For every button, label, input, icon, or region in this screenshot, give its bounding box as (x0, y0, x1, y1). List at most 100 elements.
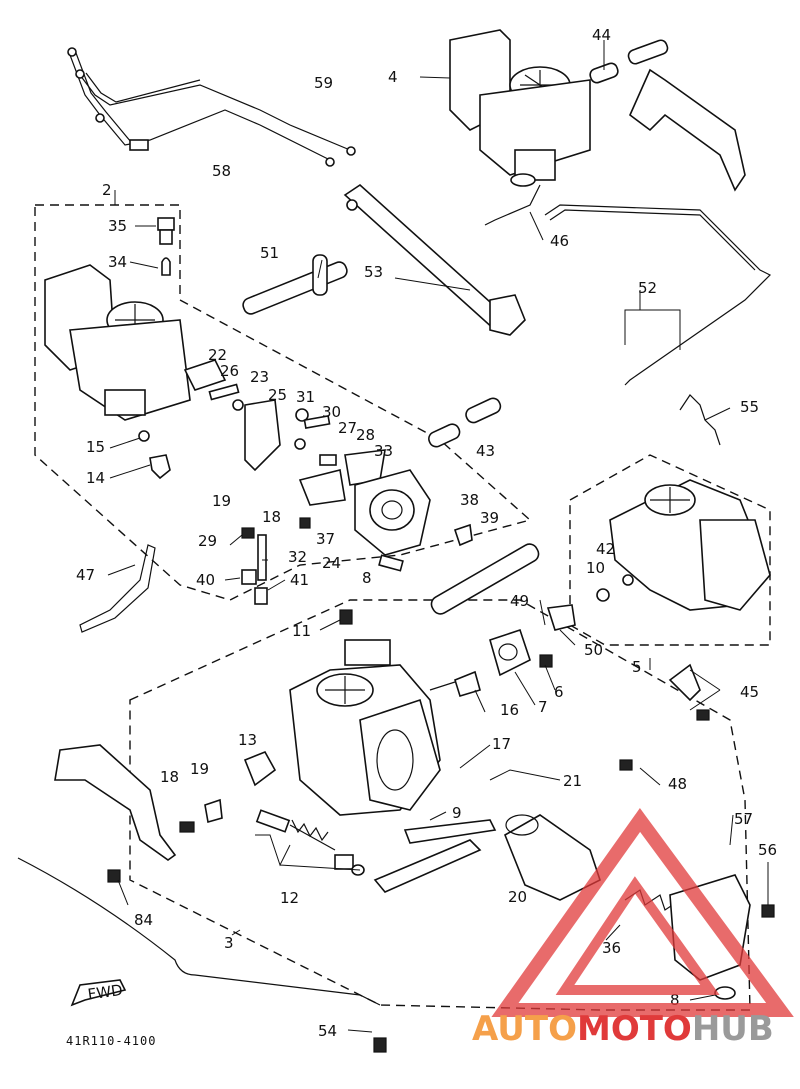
bracket-84 (54, 744, 177, 861)
callout-37: 37 (316, 530, 335, 548)
bracket-13 (243, 750, 277, 787)
callout-26: 26 (220, 362, 239, 380)
callout-19-upper: 19 (212, 492, 231, 510)
callout-27: 27 (338, 419, 357, 437)
callout-6: 6 (554, 683, 564, 701)
hose-47 (79, 544, 156, 633)
callout-43: 43 (476, 442, 495, 460)
t-joint-51 (242, 254, 348, 315)
callout-56: 56 (758, 841, 777, 859)
callout-2: 2 (102, 181, 112, 199)
fwd-arrow: FWD (70, 979, 127, 1007)
callout-22: 22 (208, 346, 227, 364)
assembly-2-boundary (34, 204, 532, 601)
callout-29: 29 (198, 532, 217, 550)
callout-12: 12 (280, 889, 299, 907)
tube-44 (589, 39, 669, 84)
bracket-45 (668, 663, 701, 702)
components-22-33 (183, 359, 386, 506)
callout-41: 41 (290, 571, 309, 589)
tube-49 (430, 543, 540, 615)
throttle-cable-59 (75, 69, 356, 156)
cap-34 (161, 257, 171, 276)
throttle-cable-58 (67, 47, 335, 167)
callout-58: 58 (212, 162, 231, 180)
callout-11: 11 (292, 622, 311, 640)
callout-3: 3 (224, 934, 234, 952)
callout-50: 50 (584, 641, 603, 659)
callout-14: 14 (86, 469, 105, 487)
callout-21: 21 (563, 772, 582, 790)
assembly-5-boundary (569, 454, 771, 646)
callout-7: 7 (538, 698, 548, 716)
callout-30: 30 (322, 403, 341, 421)
callout-5: 5 (632, 658, 642, 676)
callout-8-lower: 8 (670, 991, 680, 1009)
callout-labels: 2 3 4 5 6 7 8 9 10 11 12 13 14 15 16 17 … (76, 26, 777, 1040)
fuel-hose-46 (484, 184, 541, 226)
carburetor-5 (596, 479, 771, 611)
callout-10: 10 (586, 559, 605, 577)
watermark-auto: AUTO (472, 1009, 577, 1049)
bracket-19-lower (204, 798, 223, 824)
bracket-top-right (629, 68, 746, 192)
callout-44: 44 (592, 26, 611, 44)
callout-28: 28 (356, 426, 375, 444)
clip-55 (679, 394, 721, 446)
watermark-triangle-inner-icon (555, 876, 720, 995)
watermark-text: AUTOMOTOHUB (472, 1009, 774, 1049)
callout-46: 46 (550, 232, 569, 250)
callout-20: 20 (508, 888, 527, 906)
assembly-3-boundary (129, 599, 751, 1011)
callout-34: 34 (108, 253, 127, 271)
fuel-pipe-52 (544, 204, 772, 386)
leader-lines (107, 40, 769, 1033)
callout-17: 17 (492, 735, 511, 753)
rail-9 (373, 839, 482, 893)
callout-4: 4 (388, 68, 398, 86)
callout-25: 25 (268, 386, 287, 404)
callout-53: 53 (364, 263, 383, 281)
jet-assembly-12 (255, 809, 365, 876)
callout-45: 45 (740, 683, 759, 701)
watermark-logo: AUTOMOTOHUB (472, 808, 794, 1049)
watermark-moto: MOTO (577, 1009, 692, 1049)
carburetor-2 (44, 264, 191, 421)
callout-9: 9 (452, 804, 462, 822)
callout-23: 23 (250, 368, 269, 386)
watermark-triangle-icon (491, 808, 794, 1017)
callout-16: 16 (500, 701, 519, 719)
callout-52: 52 (638, 279, 657, 297)
callout-31: 31 (296, 388, 315, 406)
callout-39: 39 (480, 509, 499, 527)
callout-36: 36 (602, 939, 621, 957)
callout-84: 84 (134, 911, 153, 929)
callout-38: 38 (460, 491, 479, 509)
fwd-label: FWD (87, 981, 124, 1004)
housing-24 (354, 469, 431, 556)
callout-33: 33 (374, 442, 393, 460)
callout-18-lower: 18 (160, 768, 179, 786)
callout-13: 13 (238, 731, 257, 749)
callout-40: 40 (196, 571, 215, 589)
callout-8-upper: 8 (362, 569, 372, 587)
callout-42: 42 (596, 540, 615, 558)
callout-49: 49 (510, 592, 529, 610)
callout-15: 15 (86, 438, 105, 456)
tube-43 (428, 397, 502, 448)
carburetor-3 (289, 609, 441, 816)
callout-18-upper: 18 (262, 508, 281, 526)
carburetor-4 (449, 29, 591, 187)
callout-35: 35 (108, 217, 127, 235)
valve-parts-16 (429, 604, 576, 697)
callout-47: 47 (76, 566, 95, 584)
small-hardware (138, 430, 473, 605)
callout-54: 54 (318, 1022, 337, 1040)
watermark-hub: HUB (692, 1009, 774, 1049)
base-line (17, 857, 381, 1006)
screws-lower (107, 759, 775, 1053)
callout-24: 24 (322, 554, 341, 572)
callout-51: 51 (260, 244, 279, 262)
